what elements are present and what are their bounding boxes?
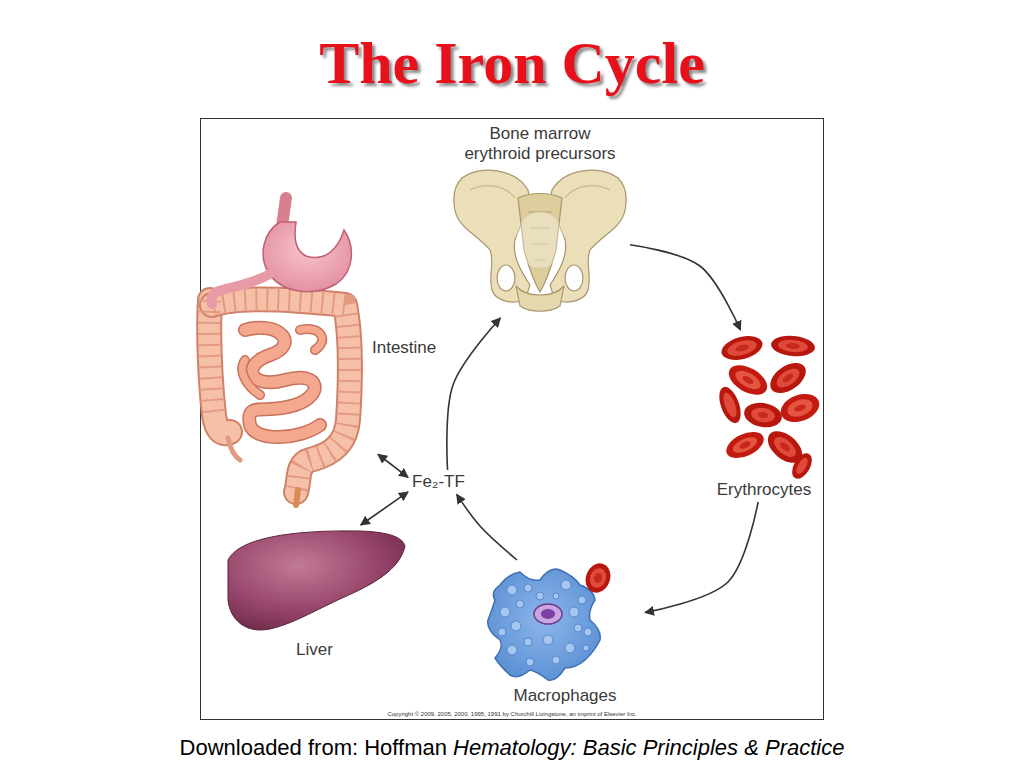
figure-frame xyxy=(201,119,824,720)
node-label: Fe₂-TF xyxy=(408,470,469,494)
erythrocyte-node: Erythrocytes xyxy=(705,330,823,502)
erythrocyte-drawing xyxy=(715,332,823,482)
caption-word: Practice xyxy=(765,735,844,760)
pelvis-drawing xyxy=(454,170,626,311)
caption-word xyxy=(302,735,308,760)
caption-word: Hoffman xyxy=(364,735,447,760)
liver-node: Liver xyxy=(222,525,407,663)
macrophage-node: Macrophages xyxy=(485,560,645,710)
source-caption: Downloaded from: Hoffman Hematology: Bas… xyxy=(0,735,1024,761)
cycle-arrow xyxy=(630,245,740,330)
macrophage-drawing xyxy=(488,560,615,680)
copyright-note: Copyright © 2009, 2005, 2000, 1995, 1991… xyxy=(200,711,824,718)
cycle-arrow xyxy=(645,502,758,613)
node-label: Liver xyxy=(222,640,407,660)
liver-drawing xyxy=(228,531,405,630)
caption-word: Principles xyxy=(643,735,738,760)
cycle-arrow xyxy=(361,492,408,525)
caption-word: Downloaded xyxy=(180,735,302,760)
cycle-arrow xyxy=(457,494,517,560)
intestine-node: Intestine xyxy=(203,195,378,500)
intestine-drawing xyxy=(209,198,351,505)
caption-word xyxy=(577,735,583,760)
caption-word xyxy=(738,735,744,760)
caption-word: Hematology: xyxy=(453,735,577,760)
cycle-arrow xyxy=(378,454,408,477)
caption-word: from: xyxy=(308,735,358,760)
node-label: Intestine xyxy=(372,338,444,358)
caption-word xyxy=(447,735,453,760)
node-label: Macrophages xyxy=(485,686,645,706)
transferrin-node: Fe₂-TF xyxy=(408,470,469,494)
caption-word: & xyxy=(744,735,759,760)
caption-word xyxy=(358,735,364,760)
caption-word xyxy=(637,735,643,760)
slide-title: The Iron Cycle xyxy=(0,30,1024,96)
node-label: Bone marrow erythroid precursors xyxy=(459,124,621,165)
caption-word xyxy=(759,735,765,760)
bone-marrow-node: Bone marrow erythroid precursors xyxy=(450,120,630,318)
cycle-arrow xyxy=(447,318,501,470)
caption-word: Basic xyxy=(583,735,637,760)
node-label: Erythrocytes xyxy=(705,480,823,500)
